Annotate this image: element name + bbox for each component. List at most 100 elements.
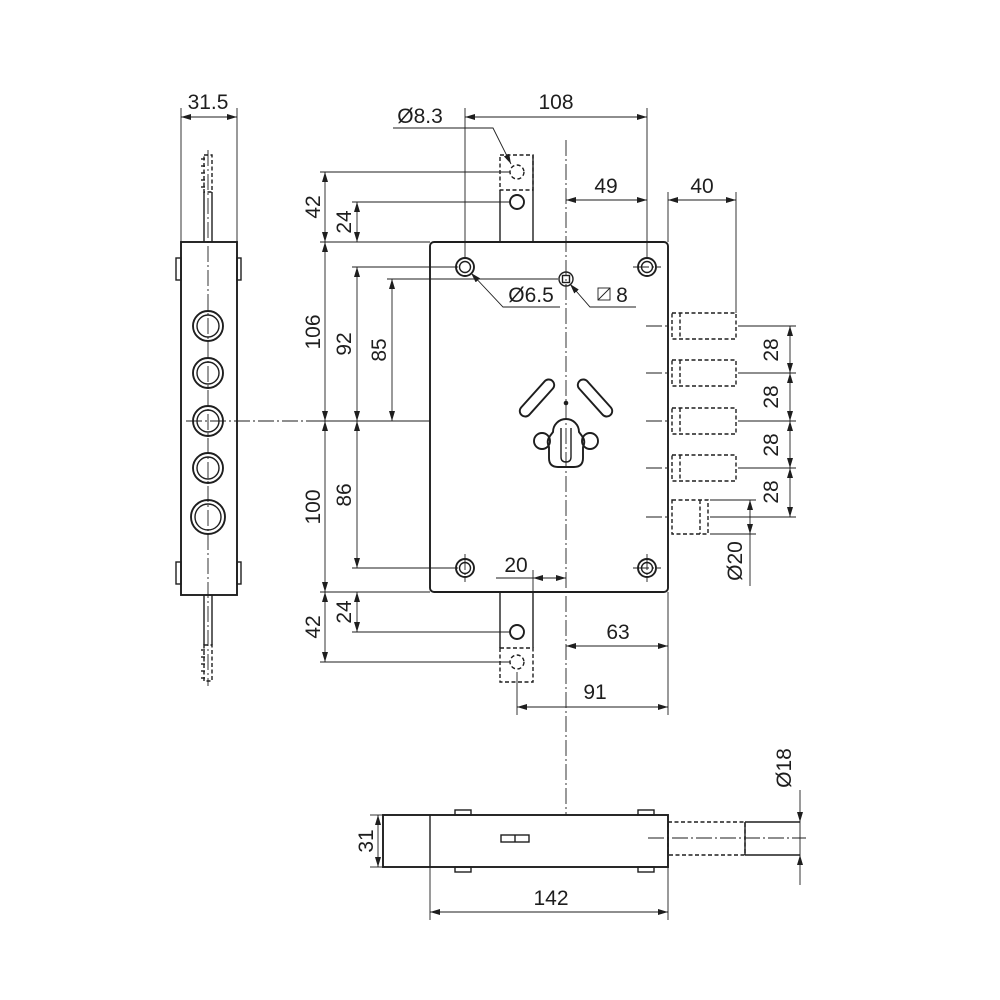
dimension-lower-bar-total: 42	[302, 592, 328, 662]
bolt-hidden-outline	[671, 454, 737, 482]
dimension-bar-offset: 20	[496, 554, 566, 592]
dimension-label: 28	[760, 480, 783, 503]
dimension-label: 142	[533, 887, 568, 910]
bottom-key-slot	[500, 834, 530, 843]
bolt-hidden-outline	[671, 499, 709, 535]
bottom-tab	[454, 866, 472, 873]
dimension-case-depth: 31	[355, 814, 383, 868]
dimension-bolt-pitch: 28	[760, 373, 793, 421]
bolt-hidden-part	[667, 821, 746, 856]
bolt-inner-ring	[196, 361, 220, 385]
dimension-label: 24	[333, 210, 356, 234]
side-tab	[175, 257, 182, 281]
square-section-icon-diagonal	[597, 287, 611, 301]
bottom-tab	[454, 809, 472, 816]
dimension-upper-bar-hole: 24	[333, 202, 360, 242]
mounting-hole	[455, 554, 475, 582]
dimension-label: 28	[760, 385, 783, 408]
top-connecting-bar	[499, 154, 534, 242]
side-bolt-end	[192, 357, 224, 389]
dimension-label: Ø18	[773, 748, 796, 788]
front-view: 108 Ø8.3 49 40 Ø6.5 8	[302, 91, 796, 815]
dimension-label: 85	[368, 338, 391, 361]
leader-mounting-hole: Ø6.5	[470, 272, 560, 308]
left-extension-lines	[320, 171, 558, 663]
bolt-outer-ring	[192, 452, 224, 484]
dimension-large-bolt: Ø20	[710, 499, 756, 586]
bolt-inner-ring	[196, 314, 220, 338]
bolt-hidden-outline	[671, 312, 737, 340]
cylinder-lobe-left	[533, 432, 551, 450]
dimension-label: Ø20	[724, 541, 747, 581]
bolt-inner-ring	[196, 456, 220, 480]
dimension-lower-hole-offset: 86	[333, 421, 360, 568]
dimension-label: 42	[302, 195, 325, 218]
dimension-lower-bar-hole: 24	[333, 592, 360, 632]
bar-hole	[509, 194, 525, 210]
bottom-view: Ø18 31 142	[355, 748, 806, 920]
dimension-label: 100	[302, 489, 325, 524]
dimension-label: Ø6.5	[508, 284, 554, 307]
dimension-bolt-throw: 40	[667, 175, 737, 313]
leader-line	[393, 127, 512, 165]
dimension-label: 108	[538, 91, 573, 114]
dimension-bolt-pitch: 28	[760, 326, 793, 373]
key-guide-left	[518, 378, 556, 418]
dimension-backset: 63	[566, 592, 669, 715]
leader-strike-hole: Ø8.3	[393, 105, 512, 165]
bolt-outer-ring	[192, 357, 224, 389]
dimension-bar-hole-to-edge: 91	[516, 672, 668, 715]
dimension-label: 63	[606, 621, 629, 644]
dimension-label: 24	[333, 600, 356, 624]
square-section-icon	[597, 287, 611, 301]
lock-plate	[429, 241, 669, 593]
dimension-label: 40	[690, 175, 713, 198]
bottom-case	[382, 814, 669, 868]
bolt-pitch-extension-lines	[710, 325, 796, 518]
hole-inner	[458, 260, 472, 274]
dimension-label: 106	[302, 314, 325, 349]
leader-square-hole: 8	[569, 283, 636, 308]
side-case	[180, 241, 238, 596]
bolt-hidden-outline	[671, 359, 737, 387]
side-view: 31.5	[175, 91, 430, 686]
dimension-upper-bar-total: 42	[302, 172, 328, 242]
side-top-rod	[201, 154, 213, 242]
spindle-hole-ring	[558, 271, 574, 287]
cylinder-key-slot	[560, 428, 572, 463]
bar-hidden-end	[499, 647, 534, 683]
cylinder-profile	[546, 418, 586, 468]
side-bolt-end	[192, 310, 224, 342]
key-guide-right	[576, 378, 614, 418]
dimension-label: Ø8.3	[397, 105, 443, 128]
spindle-square	[561, 274, 571, 284]
bolt-outer-ring	[192, 310, 224, 342]
dimension-hole-spacing: 108	[464, 91, 648, 258]
bar-hidden-hole	[509, 164, 525, 180]
bolt	[646, 407, 737, 435]
bolt-outer-ring	[190, 499, 226, 535]
leader-line	[470, 272, 560, 308]
mounting-hole	[633, 257, 661, 277]
dimension-label: 86	[333, 483, 356, 506]
bottom-bolt	[648, 821, 806, 856]
leader-line	[569, 283, 636, 308]
dimension-side-width: 31.5	[180, 91, 238, 242]
side-bottom-rod	[201, 595, 213, 682]
dimension-hole-to-center: 49	[566, 175, 647, 203]
bolt-inner-ring	[194, 503, 222, 531]
dimension-label: 28	[760, 338, 783, 361]
dimension-label: 91	[583, 681, 606, 704]
bottom-tab	[637, 866, 655, 873]
dimension-bolt-diameter: Ø18	[773, 748, 803, 885]
mounting-hole	[633, 554, 661, 582]
side-bolt-end	[192, 452, 224, 484]
bolt	[646, 312, 737, 340]
dimension-bolt-pitch: 28	[760, 421, 793, 468]
dimension-label: 31.5	[188, 91, 229, 114]
large-bolt	[646, 499, 709, 535]
bottom-connecting-bar	[499, 592, 534, 683]
side-tab	[236, 561, 242, 585]
side-large-bolt-end	[190, 499, 226, 535]
